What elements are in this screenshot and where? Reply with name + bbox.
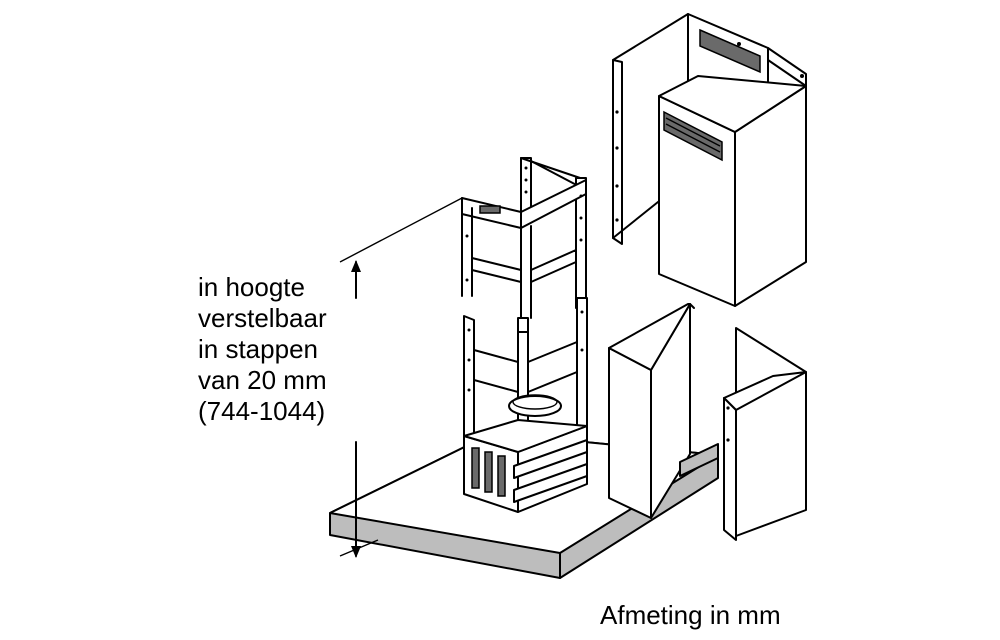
label-line: in hoogte — [198, 272, 305, 302]
label-line: in stappen — [198, 334, 318, 364]
mounting-frame-lower — [463, 297, 588, 513]
label-line: van 20 mm — [198, 365, 327, 395]
label-line: (744-1044) — [198, 396, 326, 426]
lower-chimney-cover-right — [723, 327, 807, 541]
vent-grille — [699, 28, 761, 74]
dimension-caption: Afmeting in mm — [600, 600, 781, 630]
height-dimension-arrow — [339, 197, 463, 558]
height-adjustment-label: in hoogte verstelbaar in stappen van 20 … — [198, 272, 327, 427]
upper-chimney-cover-front — [658, 74, 807, 307]
mounting-frame-upper — [461, 157, 587, 319]
lower-chimney-cover-left — [608, 303, 719, 519]
label-line: verstelbaar — [198, 303, 327, 333]
